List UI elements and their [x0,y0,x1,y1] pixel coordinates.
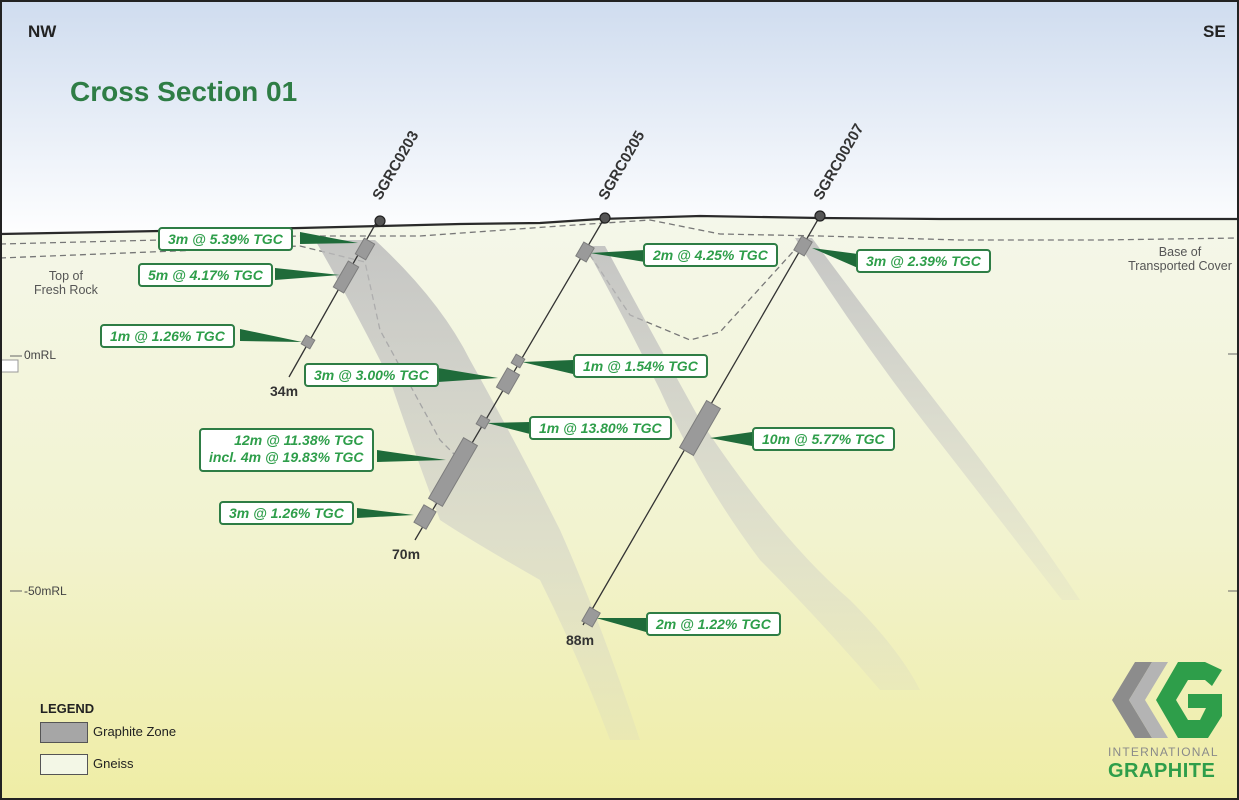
intercept-block-1 [354,237,376,261]
pointer-7 [590,250,645,262]
intercept-callout-6: 3m @ 1.26% TGC [219,501,354,525]
graphite-zone-lens-east [795,238,1080,600]
intercept-block-2 [332,260,360,294]
top-of-fresh-rock-line2: Fresh Rock [34,283,98,297]
collar-sgrc0203 [374,215,386,227]
logo-text-international: INTERNATIONAL [1108,745,1219,759]
top-of-fresh-rock-label: Top of Fresh Rock [34,269,98,297]
pointer-11 [812,248,858,268]
rl-label-minus50: -50mRL [24,584,67,598]
intercept-callout-1: 3m @ 5.39% TGC [158,227,293,251]
pointer-9 [487,422,530,434]
intercept-callout-12: 10m @ 5.77% TGC [752,427,895,451]
intercept-block-4 [495,367,521,395]
intercept-callout-8: 1m @ 1.54% TGC [573,354,708,378]
logo-text-graphite: GRAPHITE [1108,760,1216,782]
logo-chevron-inner [1129,662,1168,738]
intercept-callout-10: 2m @ 1.22% TGC [646,612,781,636]
end-depth-sgrc0205: 70m [392,546,421,562]
sky-background [0,0,1239,240]
pointer-5 [377,450,446,462]
legend-swatch-graphite-zone [40,722,88,743]
legend-title: LEGEND [40,701,95,716]
pointer-6 [357,508,414,518]
base-of-transported-cover-label: Base of Transported Cover [1124,245,1236,273]
logo-chevron-outer [1112,662,1152,738]
intercept-callout-5-line2: incl. 4m @ 19.83% TGC [209,449,364,465]
pointer-12 [710,432,752,446]
intercept-block-6 [413,504,437,530]
intercept-callout-7: 2m @ 4.25% TGC [643,243,778,267]
collar-sgrc00207 [814,210,826,222]
logo-g [1156,662,1222,738]
intercept-callout-5: 12m @ 11.38% TGC incl. 4m @ 19.83% TGC [199,428,374,472]
pointer-10 [596,618,646,632]
direction-left: NW [28,22,57,41]
legend-label-gneiss: Gneiss [93,756,134,771]
intercept-callout-5-line1: 12m @ 11.38% TGC [234,432,364,448]
collar-sgrc0205 [599,212,611,224]
callout-pointers [240,232,858,632]
pointer-2 [275,268,340,280]
intercept-callout-2: 5m @ 4.17% TGC [138,263,273,287]
direction-right: SE [1203,22,1226,41]
intercept-callout-3: 1m @ 1.26% TGC [100,324,235,348]
end-depth-sgrc00207: 88m [566,632,595,648]
rl-label-0: 0mRL [24,348,57,362]
pointer-1 [300,232,358,244]
intercept-block-12 [678,399,722,457]
intercept-callout-4: 3m @ 3.00% TGC [304,363,439,387]
intercept-block-9 [475,414,491,430]
graphite-zone-lens-central [585,246,920,690]
logo-mark [1112,662,1222,738]
map-marker-box [0,359,19,373]
intercept-callout-9: 1m @ 13.80% TGC [529,416,672,440]
intercept-block-11 [793,235,813,257]
section-title: Cross Section 01 [70,76,298,107]
intercept-block-7 [575,241,595,263]
intercept-block-5 [427,437,479,507]
pointer-3 [240,329,302,342]
ground-gneiss [0,216,1239,800]
legend-label-graphite-zone: Graphite Zone [93,724,177,739]
base-of-transported-cover-line2: Transported Cover [1128,259,1232,273]
intercept-blocks [300,235,813,628]
legend-swatch-gneiss [40,754,88,775]
base-of-transported-cover-line1: Base of [1158,245,1202,259]
pointer-4 [438,368,498,382]
intercept-block-8 [510,353,526,369]
end-depth-sgrc0203: 34m [270,383,299,399]
intercept-block-10 [581,606,601,628]
pointer-8 [522,360,573,374]
top-of-fresh-rock-line1: Top of [48,269,83,283]
intercept-callout-11: 3m @ 2.39% TGC [856,249,991,273]
intercept-block-3 [300,334,316,350]
